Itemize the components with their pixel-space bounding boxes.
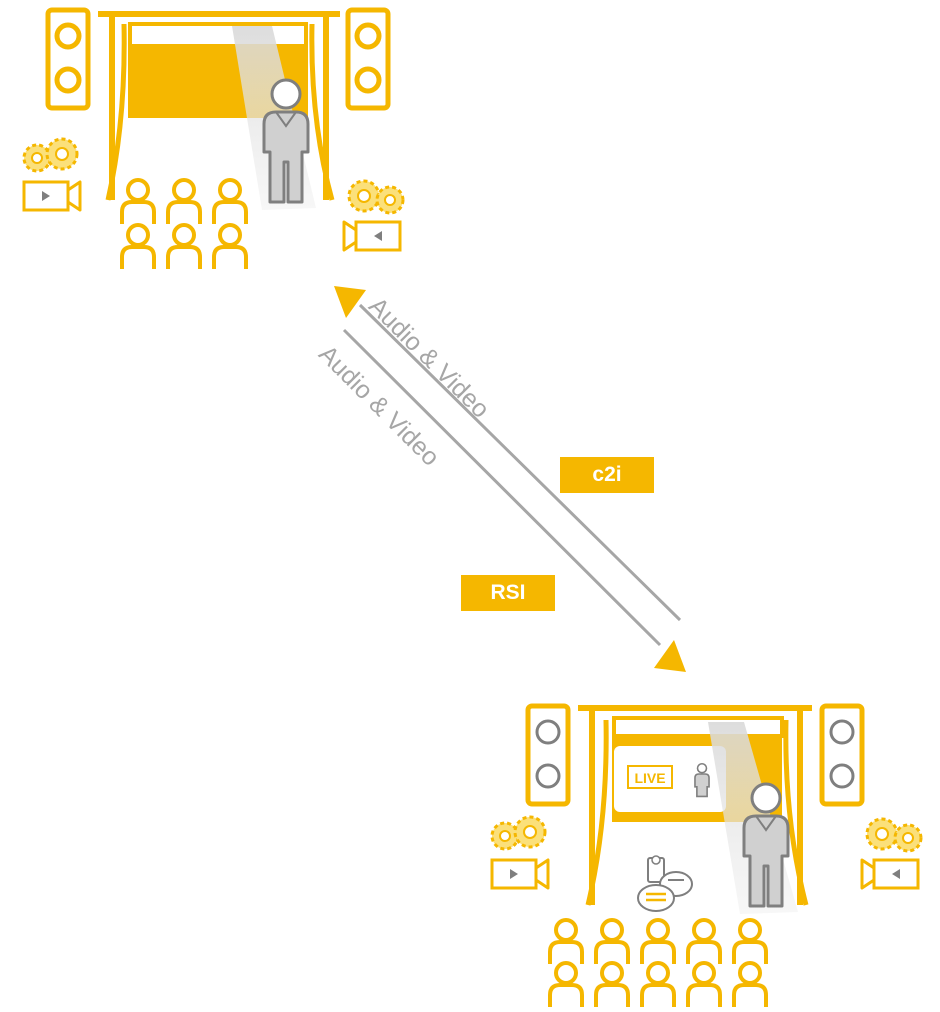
remote-presenter-icon <box>695 764 709 797</box>
speaker-icon <box>528 706 568 804</box>
audience-icon <box>122 180 246 269</box>
video-camera-icon <box>862 819 921 888</box>
source-venue <box>24 10 403 269</box>
tag-rsi: RSI <box>461 575 555 611</box>
video-camera-icon <box>344 181 403 250</box>
speaker-icon <box>348 10 388 108</box>
chat-bubbles-icon <box>638 856 692 911</box>
speaker-icon <box>822 706 862 804</box>
video-camera-icon <box>492 817 548 888</box>
video-camera-icon <box>24 139 80 210</box>
speaker-icon <box>48 10 88 108</box>
live-badge: LIVE <box>628 766 672 788</box>
audience-icon <box>550 920 766 1007</box>
arrowhead-up-icon <box>334 286 366 318</box>
live-badge-label: LIVE <box>634 770 665 786</box>
tag-c2i: c2i <box>560 457 654 493</box>
destination-venue: LIVE <box>492 706 921 1007</box>
